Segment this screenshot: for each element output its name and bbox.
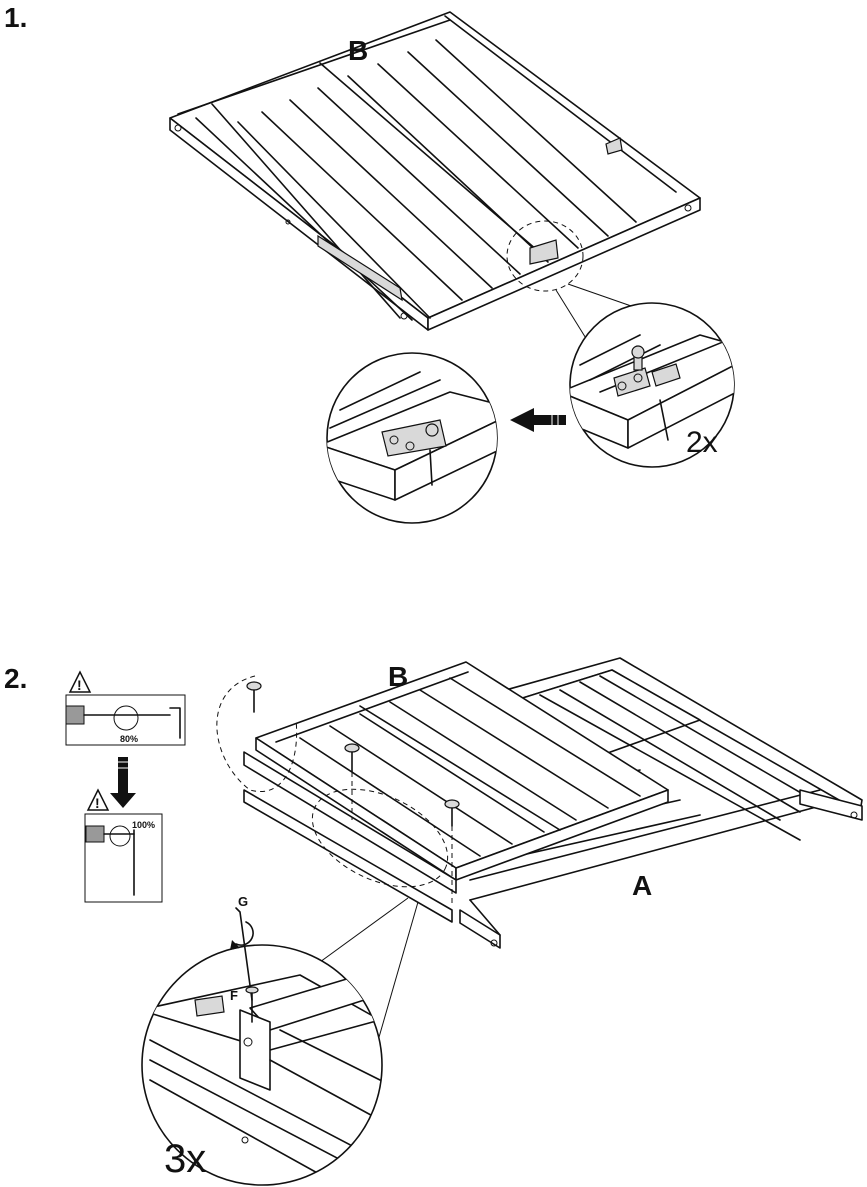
step-2: 2. ! 80% ! 100% <box>4 657 863 1186</box>
step-2-number: 2. <box>4 663 27 694</box>
detail-view-closed-latch <box>326 352 498 524</box>
torque-box-80: ! 80% <box>65 670 186 746</box>
hardware-label-g: G <box>238 894 248 909</box>
headboard-panel-b-step2 <box>243 661 669 923</box>
down-arrow-icon <box>110 757 136 808</box>
part-label-b-step2: B <box>388 661 408 692</box>
repeat-count-step2: 3x <box>164 1137 206 1181</box>
warning-triangle-icon: ! <box>77 677 82 693</box>
headboard-panel-b <box>169 11 701 331</box>
detail-view-open-latch: 2x <box>569 302 735 468</box>
torque-100-label: 100% <box>132 820 155 830</box>
hardware-label-f: F <box>230 988 238 1003</box>
torque-80-label: 80% <box>120 734 138 744</box>
step-1: 1. B <box>4 2 735 524</box>
direction-arrow-icon <box>510 408 566 432</box>
part-label-a: A <box>632 870 652 901</box>
svg-text:!: ! <box>95 795 100 811</box>
torque-box-100: ! 100% <box>84 788 163 903</box>
callout-marker <box>506 220 584 292</box>
repeat-count-step1: 2x <box>686 426 718 459</box>
step-1-number: 1. <box>4 2 27 33</box>
part-label-b-step1: B <box>348 35 368 66</box>
detail-view-screw-install: 3x <box>141 944 383 1186</box>
allen-key-icon <box>230 907 259 1023</box>
screw-icon <box>246 681 460 827</box>
